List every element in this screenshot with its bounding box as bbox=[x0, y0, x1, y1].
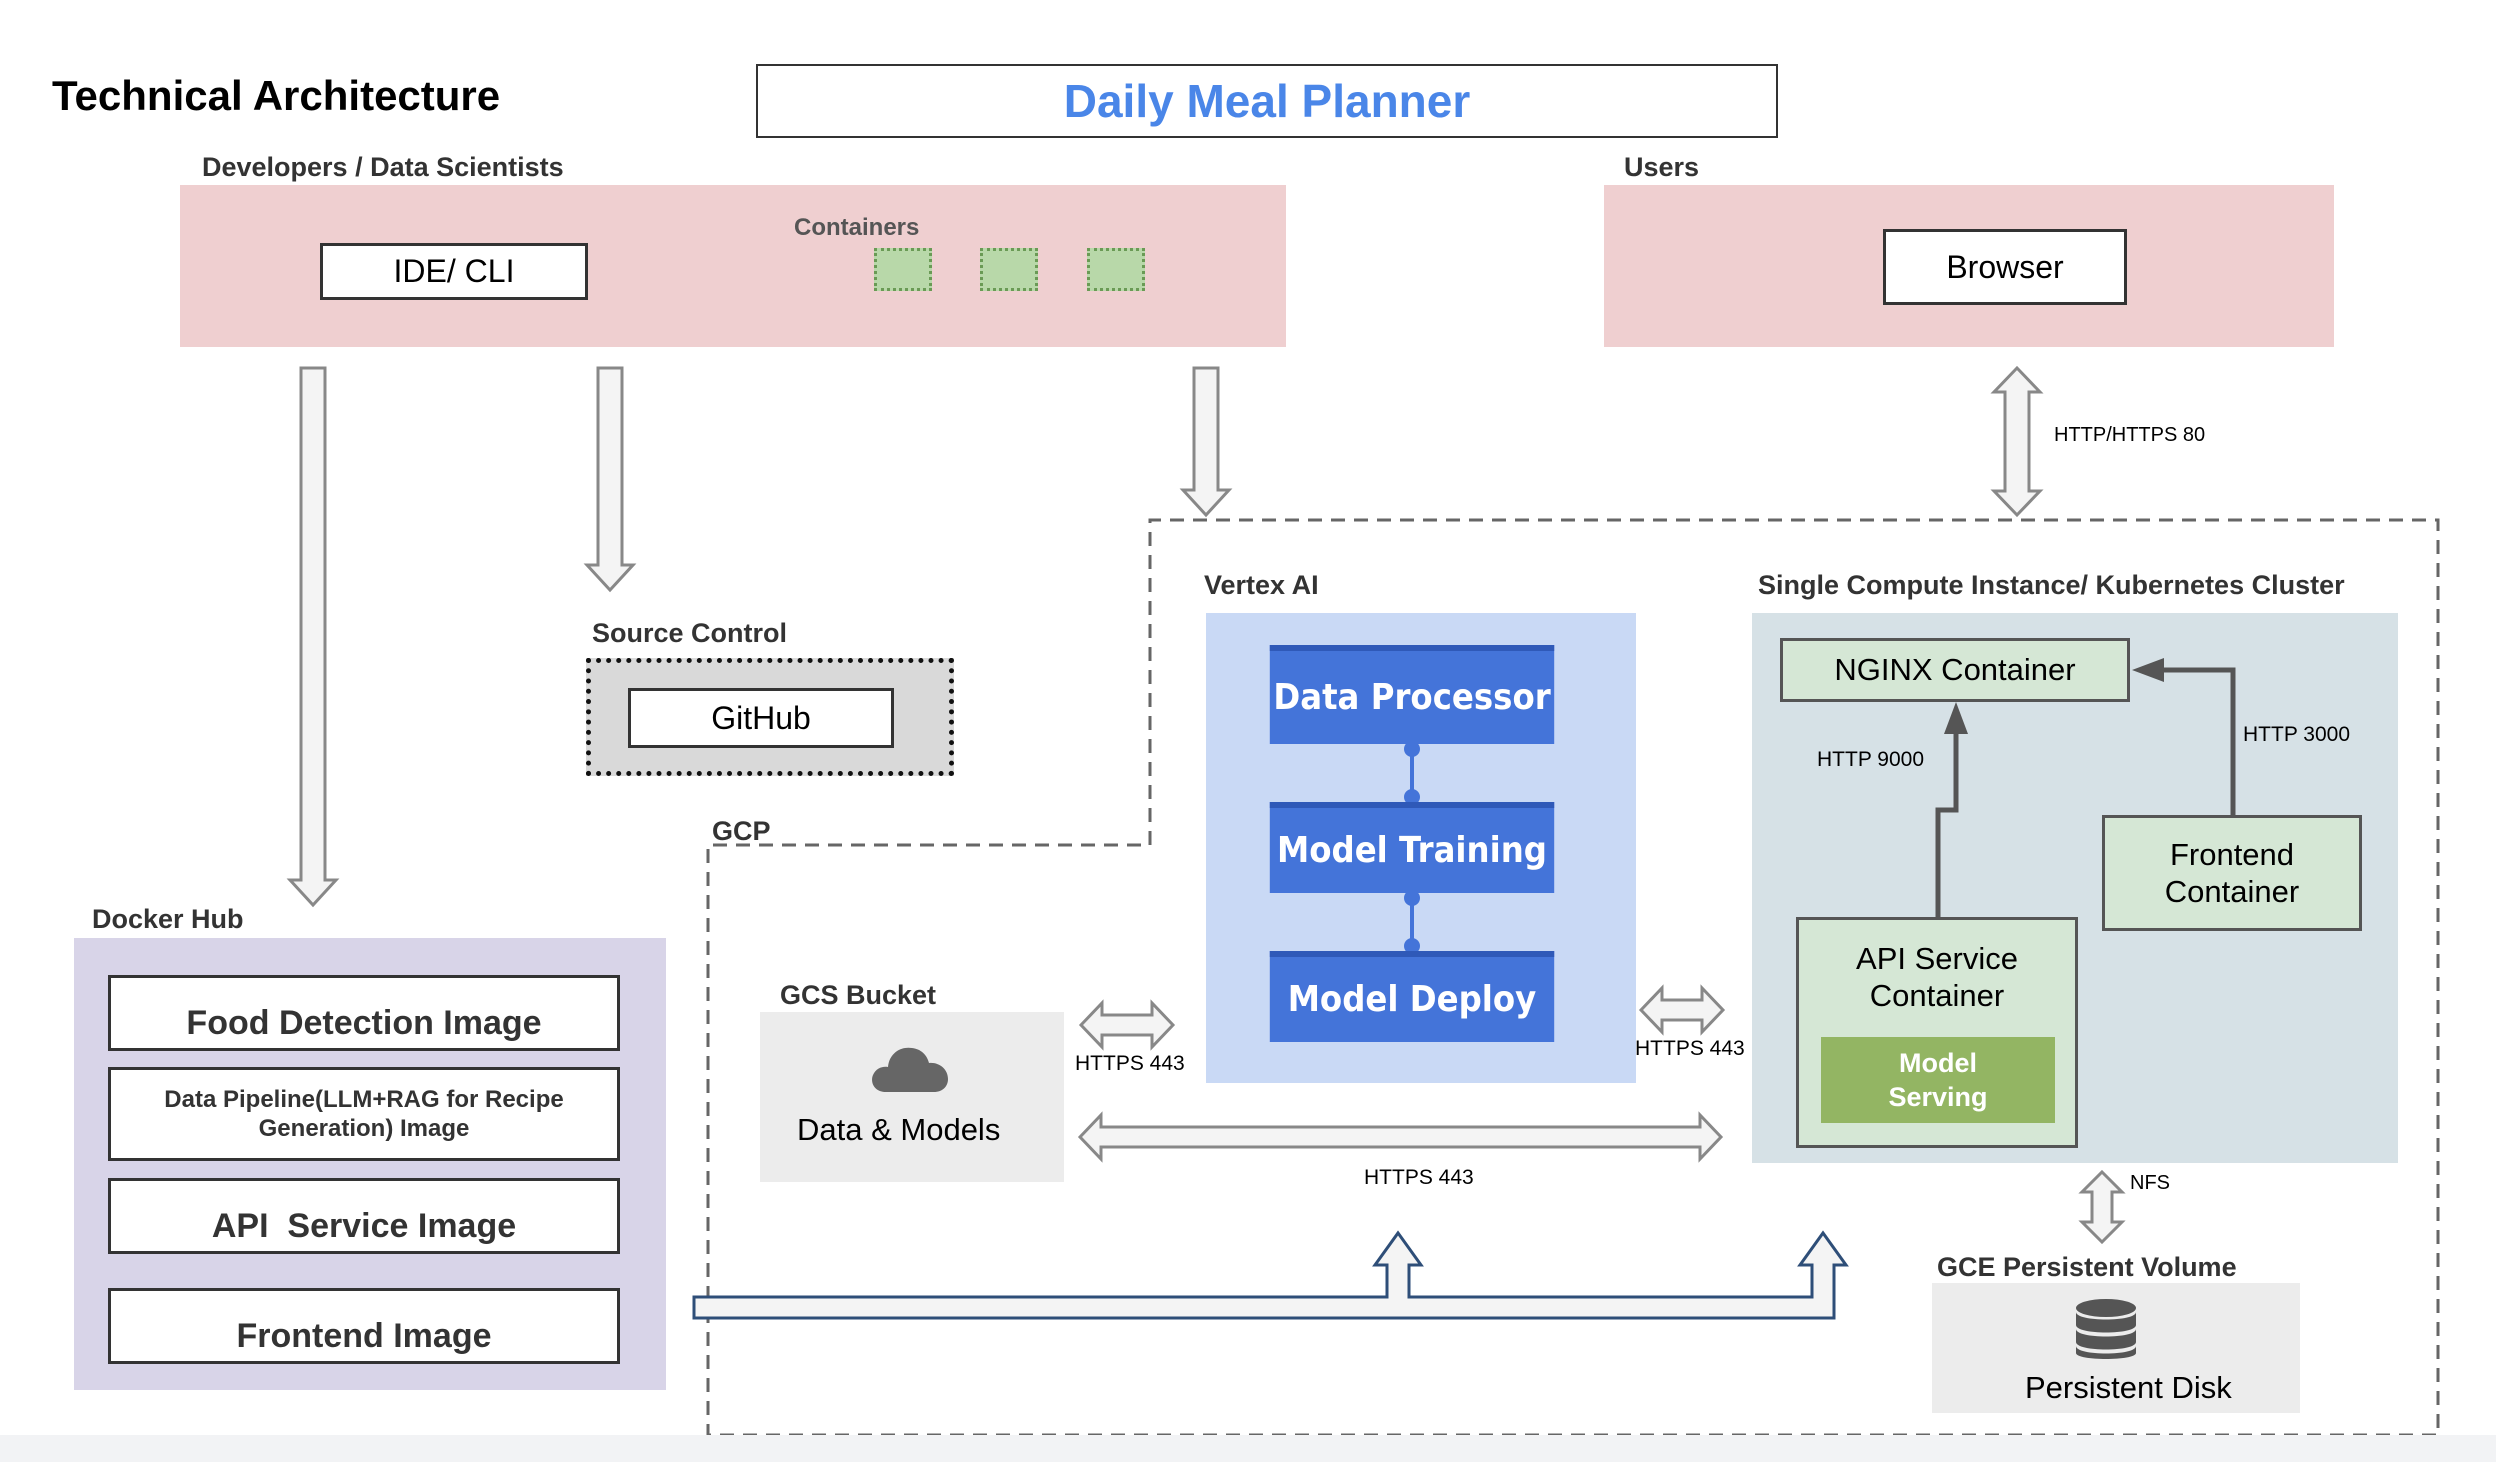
persistent-volume-label: GCE Persistent Volume bbox=[1937, 1252, 2237, 1282]
ide-cli-box: IDE/ CLI bbox=[320, 243, 588, 300]
gcs-bucket-region bbox=[760, 1012, 1064, 1182]
model-training-step: Model Training bbox=[1269, 802, 1555, 893]
arrow-to-source-control bbox=[583, 366, 637, 593]
ide-cli-label: IDE/ CLI bbox=[393, 253, 515, 289]
section-title: Technical Architecture bbox=[52, 72, 501, 119]
arrow-gcs-cluster bbox=[1077, 1111, 1724, 1163]
gcs-bucket-label: GCS Bucket bbox=[780, 980, 937, 1010]
container-tile-1 bbox=[874, 248, 932, 291]
browser-label: Browser bbox=[1946, 248, 2064, 285]
gcp-boundary bbox=[706, 518, 2440, 1437]
github-box: GitHub bbox=[628, 688, 894, 748]
frontend-image: Frontend Image bbox=[108, 1288, 620, 1364]
http-9000-label: HTTP 9000 bbox=[1817, 748, 1924, 771]
api-service-image: API Service Image bbox=[108, 1178, 620, 1254]
users-label: Users bbox=[1624, 152, 1700, 182]
data-models-label: Data & Models bbox=[797, 1112, 1001, 1147]
container-tile-2 bbox=[980, 248, 1038, 291]
arrow-nfs bbox=[2078, 1169, 2126, 1245]
data-pipeline-image: Data Pipeline(LLM+RAG for Recipe Generat… bbox=[108, 1067, 620, 1161]
arrow-docker-feed bbox=[692, 1230, 1849, 1320]
containers-label: Containers bbox=[794, 214, 920, 241]
nfs-label: NFS bbox=[2130, 1172, 2170, 1194]
browser-box: Browser bbox=[1883, 229, 2127, 305]
persistent-disk-label: Persistent Disk bbox=[2025, 1370, 2232, 1405]
http-3000-label: HTTP 3000 bbox=[2243, 723, 2350, 746]
arrow-users-gcp bbox=[1990, 365, 2044, 518]
arrow-vertex-cluster bbox=[1638, 984, 1726, 1036]
app-title: Daily Meal Planner bbox=[1063, 75, 1471, 127]
arrow-api-to-nginx bbox=[1935, 718, 1959, 918]
app-title-box: Daily Meal Planner bbox=[756, 64, 1778, 138]
arrow-gcs-vertex bbox=[1078, 999, 1176, 1051]
food-detection-image: Food Detection Image bbox=[108, 975, 620, 1051]
developers-label: Developers / Data Scientists bbox=[202, 152, 564, 182]
model-deploy-step: Model Deploy bbox=[1269, 951, 1555, 1042]
github-label: GitHub bbox=[711, 699, 811, 736]
gcp-label: GCP bbox=[712, 816, 771, 846]
arrow-frontend-to-nginx bbox=[2150, 667, 2236, 817]
data-processor-step: Data Processor bbox=[1269, 645, 1555, 744]
api-service-container: API Service Container Model Serving bbox=[1796, 917, 2078, 1148]
bottom-https-label: HTTPS 443 bbox=[1364, 1166, 1474, 1189]
vertex-cluster-https-label: HTTPS 443 bbox=[1635, 1037, 1745, 1060]
cloud-icon bbox=[872, 1047, 948, 1092]
gcs-vertex-https-label: HTTPS 443 bbox=[1075, 1052, 1185, 1075]
vertex-ai-label: Vertex AI bbox=[1204, 570, 1319, 600]
docker-hub-label: Docker Hub bbox=[92, 904, 244, 934]
source-control-label: Source Control bbox=[592, 618, 788, 648]
arrow-to-docker-hub bbox=[286, 366, 340, 908]
model-serving-box: Model Serving bbox=[1821, 1037, 2055, 1123]
container-tile-3 bbox=[1087, 248, 1145, 291]
http-80-label: HTTP/HTTPS 80 bbox=[2054, 424, 2206, 446]
arrow-to-vertex bbox=[1179, 366, 1233, 518]
footer-bar bbox=[0, 1435, 2496, 1462]
nginx-container: NGINX Container bbox=[1780, 638, 2130, 702]
database-icon bbox=[2076, 1299, 2136, 1359]
cluster-label: Single Compute Instance/ Kubernetes Clus… bbox=[1758, 570, 2345, 600]
frontend-container: Frontend Container bbox=[2102, 815, 2362, 931]
